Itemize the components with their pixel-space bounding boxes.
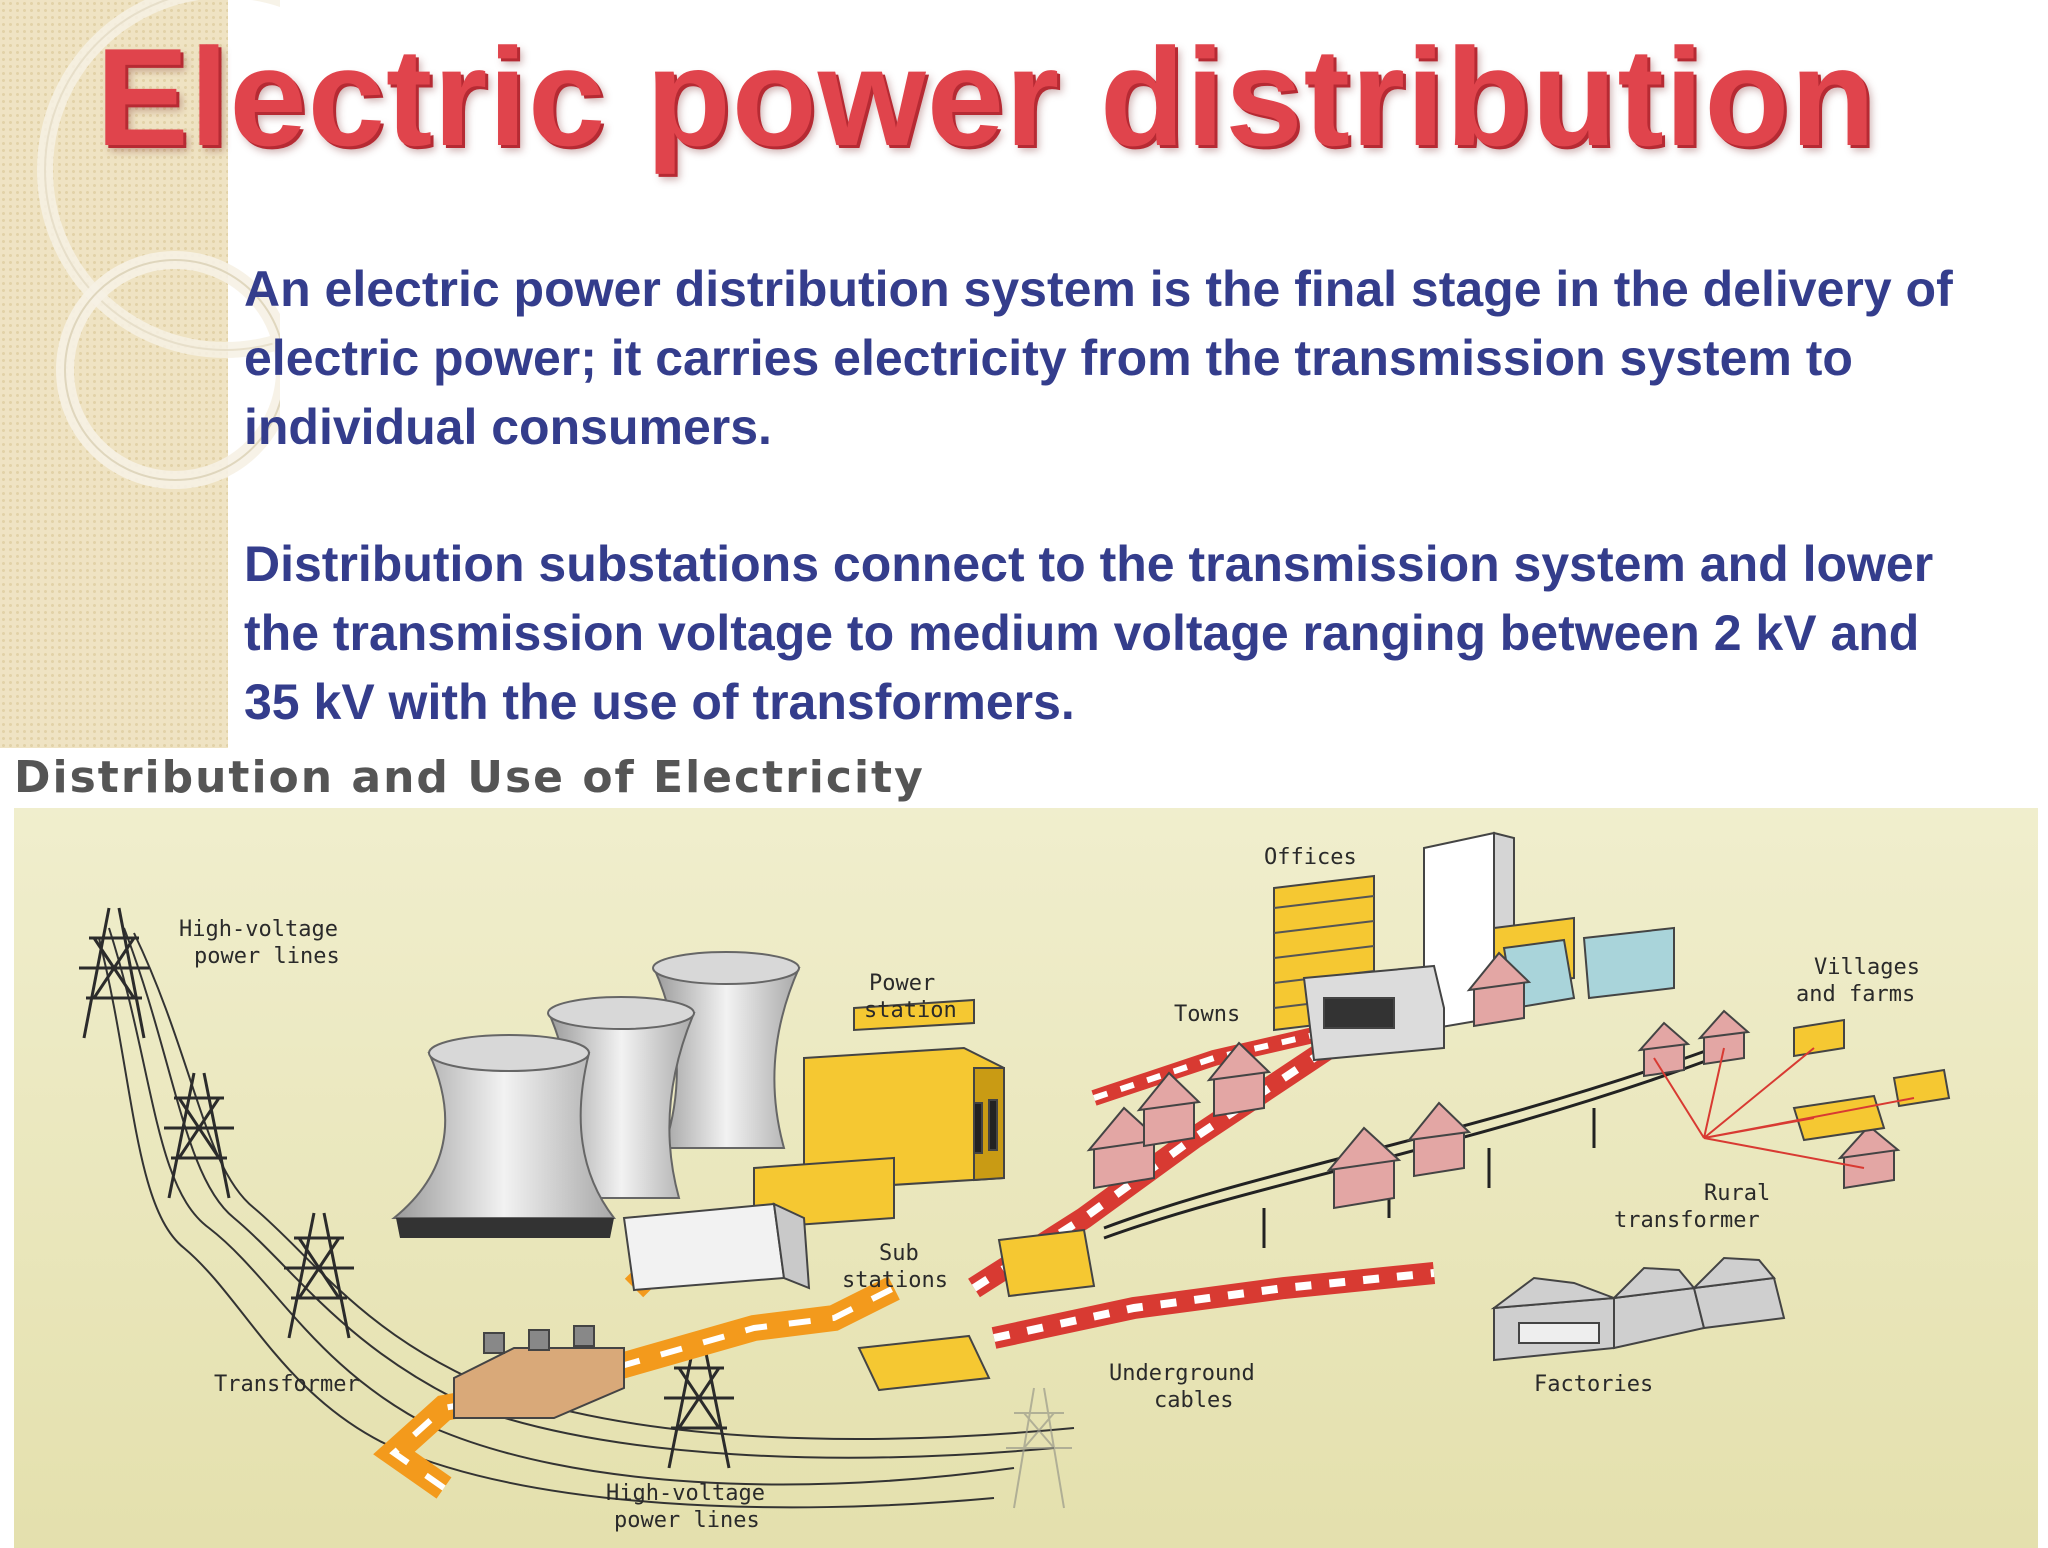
label-factories: Factories: [1534, 1372, 1653, 1397]
factory-buildings: [1490, 1256, 1786, 1362]
label-villages-2: and farms: [1796, 982, 1915, 1007]
label-underground-1: Underground: [1109, 1361, 1255, 1386]
label-transformer: Transformer: [214, 1372, 360, 1397]
slide-title: Electric power distribution: [96, 20, 1877, 175]
label-towns: Towns: [1174, 1002, 1240, 1027]
pylon-4: [664, 1342, 734, 1469]
pylon-3: [284, 1212, 354, 1339]
label-hv-lines-bottom-1: High-voltage: [606, 1481, 765, 1506]
power-station-buildings: [622, 998, 1005, 1292]
label-power-station-2: station: [864, 998, 957, 1023]
label-underground-2: cables: [1154, 1388, 1233, 1413]
pylon-1: [79, 907, 149, 1039]
transformer-block: [453, 1325, 625, 1419]
label-offices: Offices: [1264, 845, 1357, 870]
town-houses: [1086, 951, 1532, 1210]
paragraph-definition: An electric power distribution system is…: [244, 261, 1953, 455]
side-pattern-panel: [0, 0, 228, 748]
office-buildings: [1273, 831, 1675, 1062]
label-power-station-1: Power: [869, 971, 935, 996]
diagram-title: Distribution and Use of Electricity: [14, 752, 925, 803]
substation-boxes: [857, 1228, 1096, 1392]
paragraph-substations: Distribution substations connect to the …: [244, 536, 1934, 730]
pylon-faded: [1006, 1387, 1072, 1509]
village-houses: [1637, 1009, 1951, 1190]
pylon-2: [164, 1072, 234, 1199]
label-rural-1: Rural: [1704, 1181, 1770, 1206]
label-rural-2: transformer: [1614, 1208, 1760, 1233]
label-hv-lines-top-2: power lines: [194, 944, 340, 969]
label-villages-1: Villages: [1814, 955, 1920, 980]
distribution-diagram: Offices High-voltage power lines Village…: [14, 808, 2038, 1548]
label-hv-lines-bottom-2: power lines: [614, 1508, 760, 1533]
decorative-rings: [37, 0, 280, 489]
label-sub-1: Sub: [879, 1241, 919, 1266]
cooling-towers: [391, 951, 801, 1238]
label-sub-2: stations: [842, 1268, 948, 1293]
diagram-labels: Offices High-voltage power lines Village…: [179, 845, 1920, 1533]
label-hv-lines-top-1: High-voltage: [179, 917, 338, 942]
